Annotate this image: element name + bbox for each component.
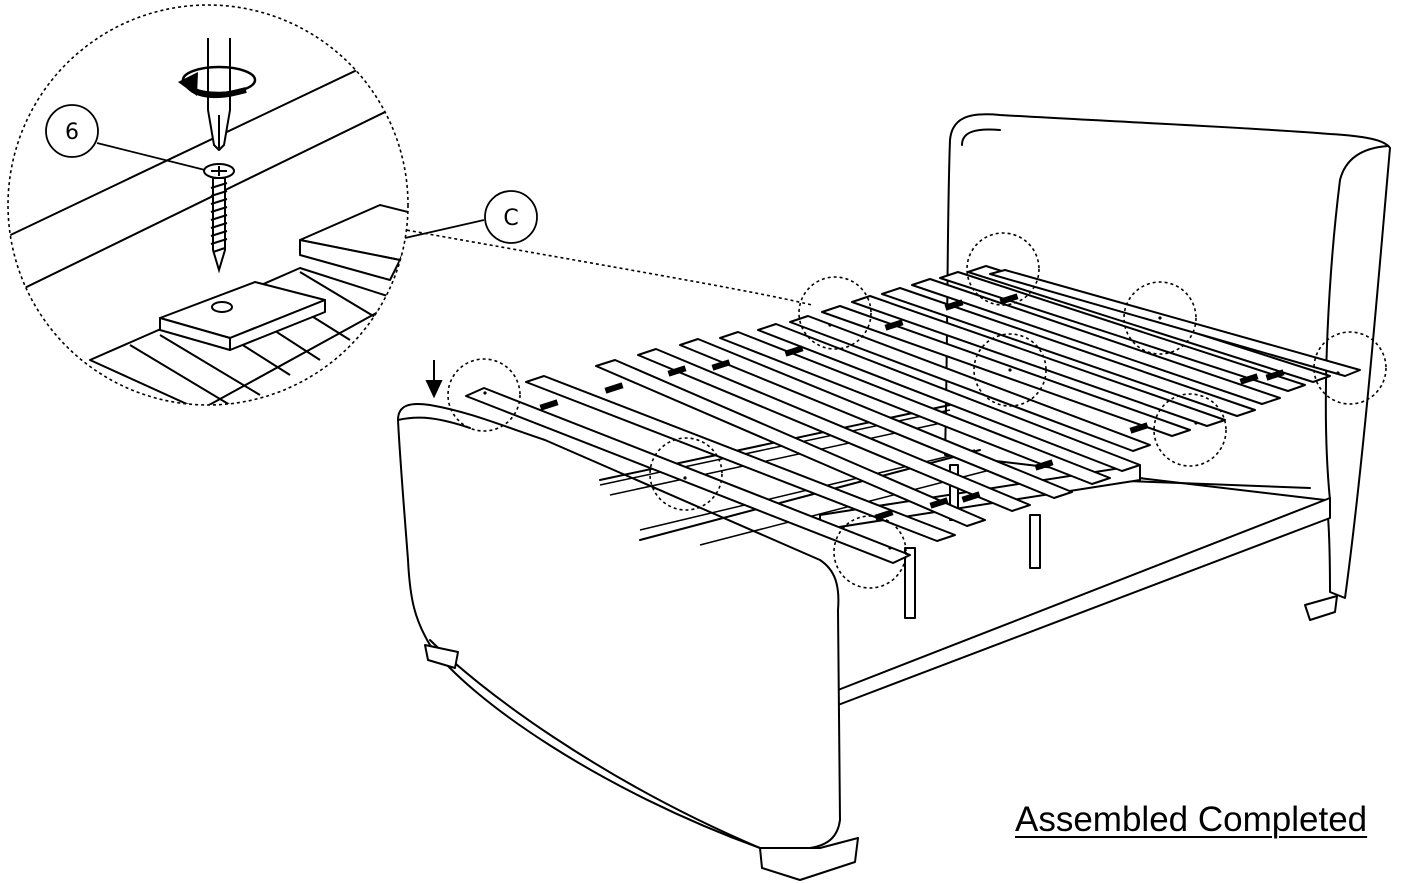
- slat: [851, 295, 1226, 427]
- footboard-leg-left: [424, 644, 459, 669]
- callout-c: C: [404, 190, 538, 244]
- headboard-wing-line: [1324, 145, 1389, 501]
- detail-circle: [1153, 393, 1227, 467]
- headboard-leg: [1304, 595, 1338, 621]
- bed-slats: [465, 265, 1361, 564]
- strap-markings: [539, 293, 1285, 521]
- detail-circle: [973, 333, 1047, 407]
- down-arrow-icon: [425, 360, 443, 399]
- callout-c-label: C: [503, 206, 518, 231]
- center-leg-1: [904, 547, 916, 619]
- center-leg-2: [1029, 514, 1041, 569]
- slat-screw-holes: [483, 316, 1340, 550]
- slat: [967, 265, 1331, 383]
- detail-circle: [1313, 331, 1387, 405]
- callout-6: 6: [45, 104, 206, 171]
- leader-line: [394, 227, 813, 306]
- detail-circle: [798, 276, 872, 350]
- footboard-top-curve: [397, 416, 471, 429]
- slat: [757, 323, 1141, 472]
- slat: [911, 278, 1281, 405]
- detail-circle: [833, 515, 907, 589]
- slat: [881, 287, 1256, 417]
- slat: [989, 269, 1361, 377]
- screw-icon: [203, 163, 235, 274]
- slat: [637, 348, 1031, 512]
- slat: [525, 375, 956, 542]
- callout-6-label: 6: [65, 120, 79, 145]
- detail-circle: [966, 232, 1040, 306]
- slat: [465, 387, 911, 564]
- slat: [821, 305, 1191, 437]
- bed-frame: [397, 113, 1391, 881]
- slat: [679, 338, 1073, 499]
- headboard: [944, 113, 1391, 599]
- footboard-leg-right: [759, 837, 859, 881]
- detail-circle: [447, 358, 521, 432]
- zoom-detail: [7, 4, 409, 406]
- assembled-completed-caption: Assembled Completed: [1015, 800, 1368, 839]
- detail-circle: [1123, 281, 1197, 355]
- rotation-arrow-icon: [178, 65, 257, 99]
- slat: [789, 315, 1151, 452]
- headboard-inner-curve: [961, 128, 1001, 146]
- screw-hole: [211, 301, 233, 313]
- slat: [939, 271, 1306, 392]
- slat: [719, 331, 1111, 485]
- slat: [595, 359, 986, 527]
- detail-circles: [447, 232, 1387, 589]
- detail-circle: [649, 437, 723, 511]
